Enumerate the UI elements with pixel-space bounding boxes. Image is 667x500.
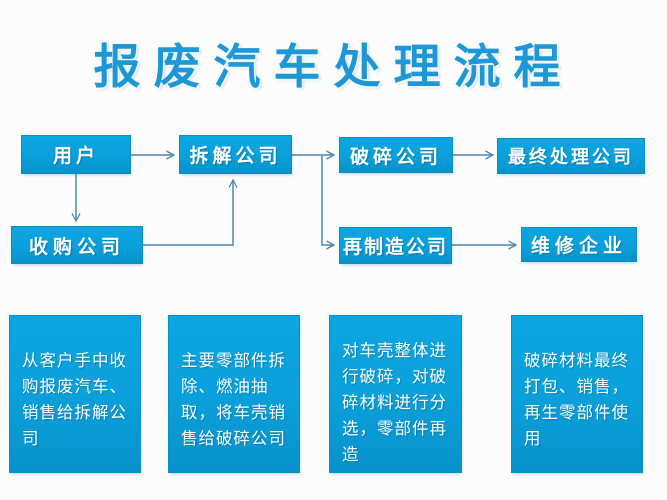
detail-dismantling-description: 主要零部件拆除、燃油抽取，将车壳销售给破碎公司 [169,316,299,472]
node-dismantling-company: 拆解公司 [180,136,291,173]
node-acquisition-company: 收购公司 [12,227,142,263]
node-user: 用户 [22,136,130,173]
node-repair-enterprise: 维修企业 [522,228,636,261]
detail-crushing-description: 对车壳整体进行破碎，对破碎材料进行分选，零部件再造 [330,316,461,472]
detail-final-description: 破碎材料最终打包、销售，再生零部件使用 [512,316,642,472]
node-final-processing-company: 最终处理公司 [498,139,644,173]
detail-acquisition-description: 从客户手中收购报废汽车、销售给拆解公司 [10,316,140,472]
page-title: 报废汽车处理流程 [93,40,574,95]
node-remanufacturing-company: 再制造公司 [340,228,451,263]
node-crushing-company: 破碎公司 [340,138,452,172]
